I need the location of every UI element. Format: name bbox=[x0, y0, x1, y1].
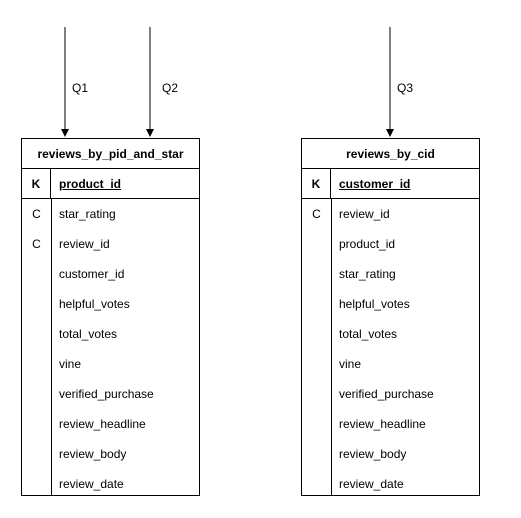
column-row: C star_rating bbox=[22, 199, 199, 229]
column-row: helpful_votes bbox=[302, 289, 479, 319]
column-name: star_rating bbox=[59, 207, 116, 221]
column-name: vine bbox=[339, 357, 362, 371]
key-marker: K bbox=[302, 169, 331, 198]
key-divider bbox=[331, 199, 332, 495]
column-row: verified_purchase bbox=[302, 379, 479, 409]
q1-label: Q1 bbox=[72, 81, 89, 95]
column-name: helpful_votes bbox=[339, 297, 410, 311]
q3-label: Q3 bbox=[397, 81, 414, 95]
partition-key-row: K product_id bbox=[22, 169, 199, 199]
column-name: vine bbox=[59, 357, 82, 371]
column-name: review_headline bbox=[339, 417, 426, 431]
column-name: customer_id bbox=[59, 267, 125, 281]
column-name: star_rating bbox=[339, 267, 396, 281]
column-name: review_id bbox=[59, 237, 110, 251]
column-row: C review_id bbox=[22, 229, 199, 259]
column-row: review_body bbox=[22, 439, 199, 469]
column-list: C star_rating C review_id customer_id he… bbox=[22, 199, 199, 499]
q2-label: Q2 bbox=[162, 81, 179, 95]
column-row: vine bbox=[302, 349, 479, 379]
column-row: verified_purchase bbox=[22, 379, 199, 409]
column-row: review_headline bbox=[302, 409, 479, 439]
column-row: helpful_votes bbox=[22, 289, 199, 319]
column-row: total_votes bbox=[302, 319, 479, 349]
column-name: helpful_votes bbox=[59, 297, 130, 311]
column-row: review_headline bbox=[22, 409, 199, 439]
key-marker: C bbox=[32, 207, 41, 221]
column-name: verified_purchase bbox=[339, 387, 434, 401]
partition-key-column: customer_id bbox=[339, 176, 411, 191]
column-name: total_votes bbox=[59, 327, 118, 341]
column-row: customer_id bbox=[22, 259, 199, 289]
column-name: total_votes bbox=[339, 327, 398, 341]
key-marker: C bbox=[32, 237, 41, 251]
table-title: reviews_by_pid_and_star bbox=[22, 139, 199, 169]
column-name: verified_purchase bbox=[59, 387, 154, 401]
column-row: total_votes bbox=[22, 319, 199, 349]
key-marker: C bbox=[312, 207, 321, 221]
partition-key-row: K customer_id bbox=[302, 169, 479, 199]
table-reviews-by-cid: reviews_by_cid K customer_id C review_id… bbox=[301, 138, 480, 496]
column-list: C review_id product_id star_rating helpf… bbox=[302, 199, 479, 499]
key-divider bbox=[51, 199, 52, 495]
column-name: review_body bbox=[339, 447, 407, 461]
column-name: review_id bbox=[339, 207, 390, 221]
column-name: review_body bbox=[59, 447, 127, 461]
key-marker: K bbox=[22, 169, 51, 198]
table-title: reviews_by_cid bbox=[302, 139, 479, 169]
column-row: C review_id bbox=[302, 199, 479, 229]
table-reviews-by-pid-and-star: reviews_by_pid_and_star K product_id C s… bbox=[21, 138, 200, 496]
column-name: product_id bbox=[339, 237, 396, 251]
column-name: review_headline bbox=[59, 417, 146, 431]
column-row: product_id bbox=[302, 229, 479, 259]
column-name: review_date bbox=[59, 477, 124, 491]
column-row: vine bbox=[22, 349, 199, 379]
partition-key-column: product_id bbox=[59, 176, 121, 191]
column-row: review_date bbox=[22, 469, 199, 499]
columns-area: C review_id product_id star_rating helpf… bbox=[302, 199, 479, 495]
column-row: review_body bbox=[302, 439, 479, 469]
column-row: review_date bbox=[302, 469, 479, 499]
column-row: star_rating bbox=[302, 259, 479, 289]
column-name: review_date bbox=[339, 477, 404, 491]
columns-area: C star_rating C review_id customer_id he… bbox=[22, 199, 199, 495]
